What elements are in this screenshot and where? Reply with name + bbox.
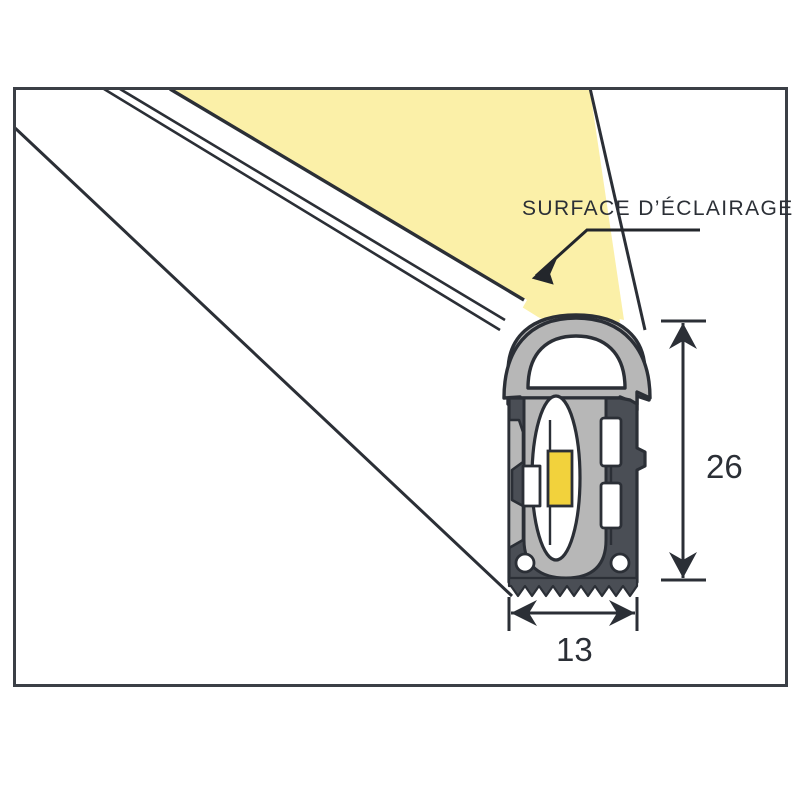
height-dimension-arrow-up [669,323,697,349]
led-cavity-left-pocket [521,464,542,508]
contact-pad-upper [599,416,623,468]
width-dimension-value: 13 [556,631,593,668]
housing-left-notch [507,418,525,550]
lighting-surface-callout-label: SURFACE D’ÉCLAIRAGE [522,197,794,220]
dome-cavity [526,334,627,390]
mounting-hole-left [514,552,536,574]
mounting-hole-right [609,552,631,574]
serrated-base [507,576,639,598]
strip-edge-rib-lower [103,90,501,332]
height-dimension-value: 26 [706,448,743,485]
height-dimension: 26 [661,319,743,582]
width-dimension-arrow-right [609,600,635,626]
strip-edge-yellow-top [588,90,647,331]
strip-edge-yellow-bottom [169,90,525,302]
contact-pad-lower [599,481,623,530]
lighting-surface-band-2 [170,90,624,320]
lighting-surface-leader-arrowhead [531,257,558,285]
strip-edge-rib-upper [119,90,506,322]
width-dimension-arrow-left [511,600,537,626]
strip-edge-lower-outer [16,126,514,598]
width-dimension: 13 [507,597,639,668]
strip-lower-face [16,110,520,594]
strip-side-face [16,128,520,684]
led-chip [546,449,574,508]
strip-rib-face [107,90,500,350]
height-dimension-arrow-down [669,552,697,578]
